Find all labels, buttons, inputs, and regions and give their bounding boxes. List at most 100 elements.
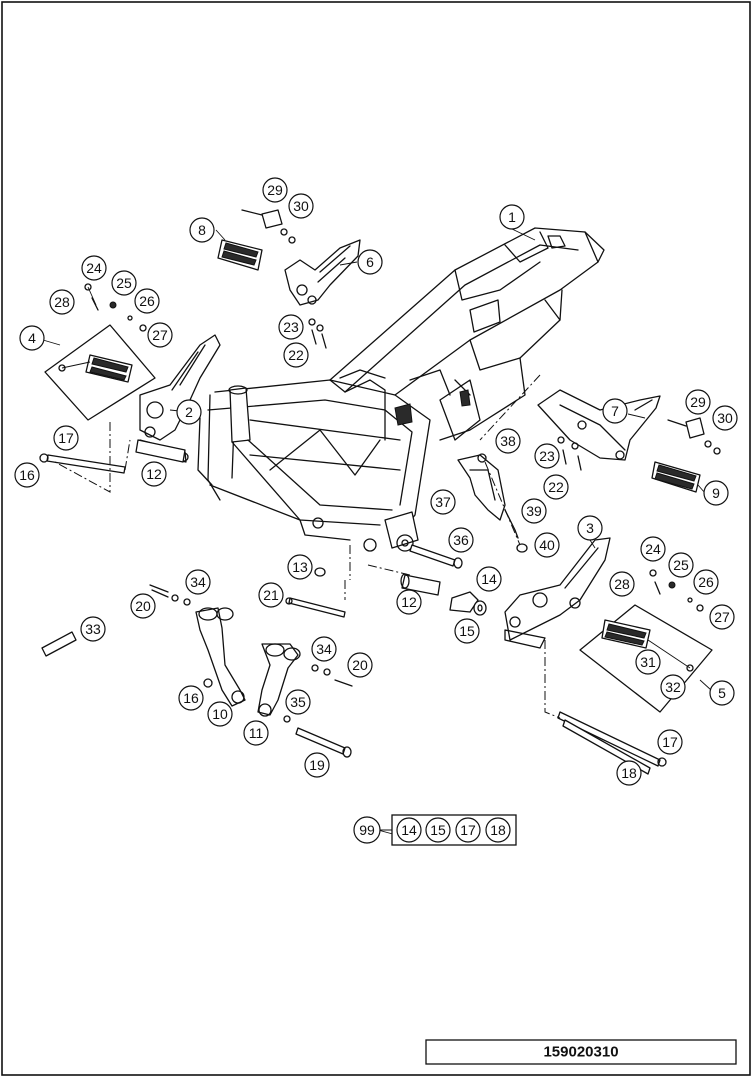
callout-17-left: 17	[53, 425, 79, 451]
svg-text:10: 10	[212, 706, 228, 722]
title-block-frame	[425, 1039, 737, 1065]
shaft-17-left	[39, 453, 126, 474]
callout-37: 37	[430, 489, 456, 515]
leader-lines	[42, 228, 712, 837]
right-passenger-bracket-part	[537, 389, 661, 461]
left-passenger-footpeg-part	[217, 239, 263, 271]
callout-22-right: 22	[543, 474, 569, 500]
right-passenger-footpeg-part	[651, 461, 701, 493]
svg-text:24: 24	[86, 260, 102, 276]
callout-23-right: 23	[534, 443, 560, 469]
svg-text:25: 25	[673, 557, 689, 573]
svg-text:34: 34	[316, 641, 332, 657]
bolt-21	[285, 597, 346, 618]
svg-text:15: 15	[430, 822, 446, 838]
callout-23-left: 23	[278, 314, 304, 340]
callout-6: 6	[357, 249, 383, 275]
callout-21: 21	[258, 582, 284, 608]
hardware-small-parts	[84, 209, 721, 723]
callout-12-left: 12	[141, 461, 167, 487]
bolt-19	[295, 727, 352, 758]
callout-16-left: 16	[14, 462, 40, 488]
main-frame-part	[197, 227, 605, 552]
callout-18: 18	[616, 760, 642, 786]
svg-text:22: 22	[288, 347, 304, 363]
svg-text:33: 33	[85, 621, 101, 637]
rubber-pad-33	[41, 631, 77, 657]
callout-1: 1	[499, 204, 525, 230]
svg-text:9: 9	[712, 485, 720, 501]
callout-39: 39	[521, 498, 547, 524]
assembly-lines	[54, 374, 561, 719]
svg-text:35: 35	[290, 694, 306, 710]
sleeve-15	[473, 600, 487, 616]
right-footrest-bracket-part	[504, 537, 611, 649]
svg-text:7: 7	[611, 403, 619, 419]
callout-30-right: 30	[712, 405, 738, 431]
callout-99: 99	[353, 816, 381, 844]
callout-2: 2	[176, 399, 202, 425]
svg-text:12: 12	[146, 466, 162, 482]
callout-34-right: 34	[311, 636, 337, 662]
callout-27-right: 27	[709, 604, 735, 630]
shaft-17-right	[557, 711, 667, 767]
svg-text:31: 31	[640, 654, 656, 670]
kit-item-18: 18	[485, 817, 511, 843]
svg-text:27: 27	[152, 327, 168, 343]
svg-text:3: 3	[586, 520, 594, 536]
callout-29-right: 29	[685, 389, 711, 415]
callout-24-left: 24	[81, 255, 107, 281]
svg-text:30: 30	[717, 410, 733, 426]
callout-22-left: 22	[283, 342, 309, 368]
engine-bracket-right-part	[257, 643, 301, 717]
svg-text:18: 18	[621, 765, 637, 781]
callout-29-left: 29	[262, 177, 288, 203]
svg-text:27: 27	[714, 609, 730, 625]
bolt-36	[409, 544, 463, 569]
callout-25-right: 25	[668, 552, 694, 578]
callout-20-left: 20	[130, 593, 156, 619]
svg-text:26: 26	[139, 293, 155, 309]
svg-text:6: 6	[366, 254, 374, 270]
callout-7: 7	[602, 398, 628, 424]
svg-text:28: 28	[54, 294, 70, 310]
callout-20-right: 20	[347, 652, 373, 678]
callout-33: 33	[80, 616, 106, 642]
svg-text:24: 24	[645, 541, 661, 557]
svg-text:38: 38	[500, 433, 516, 449]
svg-text:8: 8	[198, 222, 206, 238]
spacer-sleeve-12-left	[135, 439, 186, 463]
callout-12-right: 12	[396, 589, 422, 615]
svg-text:21: 21	[263, 587, 279, 603]
svg-text:40: 40	[539, 537, 555, 553]
svg-text:19: 19	[309, 757, 325, 773]
svg-text:16: 16	[19, 467, 35, 483]
callout-30-left: 30	[288, 193, 314, 219]
drawing-number: 159020310	[543, 1044, 618, 1061]
svg-text:11: 11	[249, 725, 264, 741]
svg-text:29: 29	[690, 394, 706, 410]
callout-24-right: 24	[640, 536, 666, 562]
callout-16-right: 16	[178, 685, 204, 711]
svg-text:36: 36	[453, 532, 469, 548]
callout-19: 19	[304, 752, 330, 778]
callout-35: 35	[285, 689, 311, 715]
svg-text:32: 32	[665, 679, 681, 695]
svg-text:14: 14	[401, 822, 417, 838]
kit-item-15: 15	[425, 817, 451, 843]
callout-14: 14	[476, 566, 502, 592]
callout-26-left: 26	[134, 288, 160, 314]
svg-text:99: 99	[359, 822, 375, 838]
kit-item-17: 17	[455, 817, 481, 843]
svg-text:16: 16	[183, 690, 199, 706]
svg-text:2: 2	[185, 404, 193, 420]
engine-bracket-left-part	[195, 607, 246, 707]
callout-17-right: 17	[657, 729, 683, 755]
svg-text:28: 28	[614, 576, 630, 592]
callout-31: 31	[635, 649, 661, 675]
svg-text:34: 34	[190, 574, 206, 590]
title-block: 159020310	[425, 1039, 737, 1065]
svg-text:20: 20	[135, 598, 151, 614]
svg-text:23: 23	[283, 319, 299, 335]
